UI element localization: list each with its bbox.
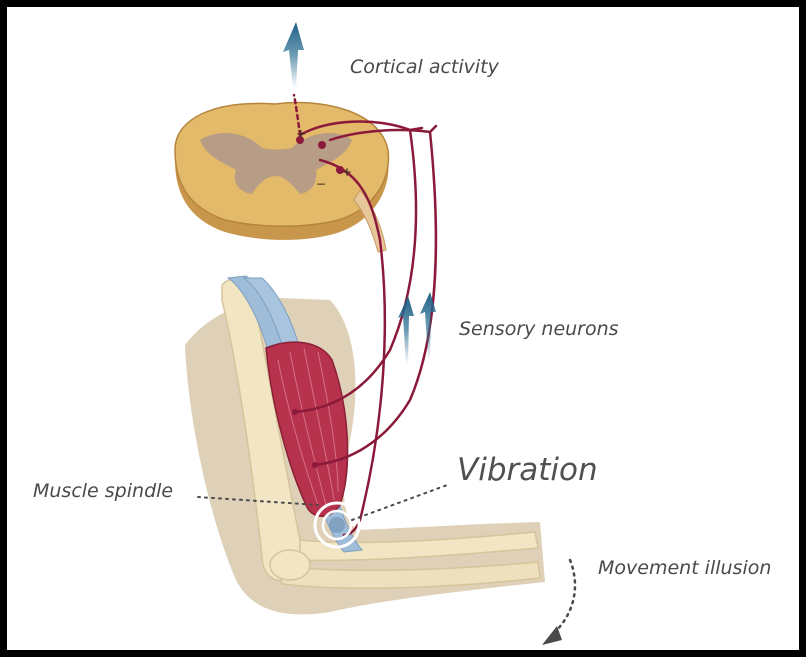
- sensory-neurons-label: Sensory neurons: [459, 318, 619, 340]
- cortical-activity-label: Cortical activity: [350, 56, 499, 78]
- vibration-label: Vibration: [457, 452, 598, 488]
- dotted-curved-arrow-icon: [542, 560, 575, 645]
- plus-sign-2: +: [342, 165, 352, 179]
- minus-sign: −: [316, 177, 326, 191]
- plus-sign-1: +: [296, 127, 306, 141]
- spinal-cord: [175, 103, 389, 252]
- muscle-spindle-label: Muscle spindle: [33, 480, 173, 502]
- movement-illusion-label: Movement illusion: [598, 557, 771, 579]
- up-arrow-icon: [398, 296, 414, 365]
- up-arrow-icon: [283, 22, 304, 88]
- elbow-joint: [270, 550, 310, 580]
